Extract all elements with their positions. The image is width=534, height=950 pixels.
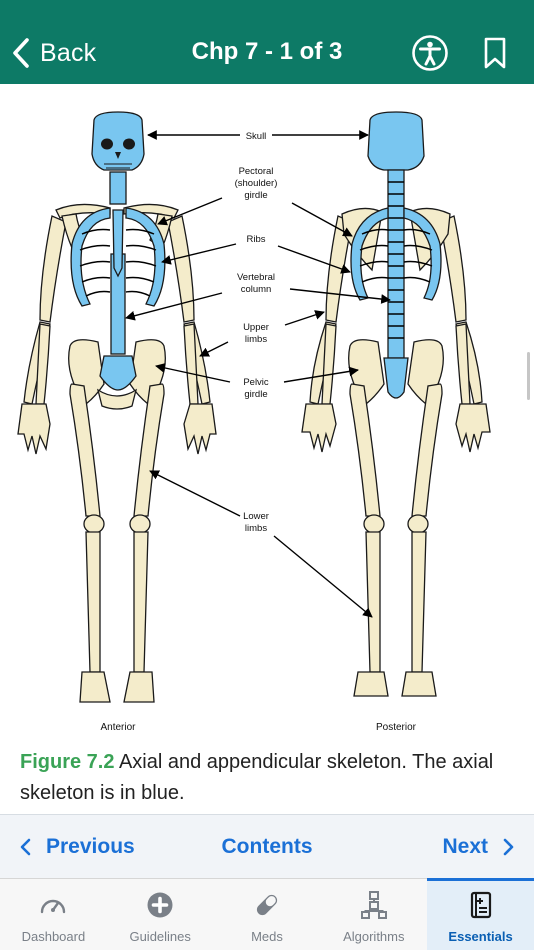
caption-text: Axial and appendicular skeleton. The axi… <box>20 751 494 804</box>
tab-guidelines[interactable]: Guidelines <box>107 879 214 950</box>
tab-algorithms[interactable]: Algorithms <box>320 879 427 950</box>
scroll-indicator[interactable] <box>527 352 530 400</box>
label-anterior: Anterior <box>100 722 136 733</box>
plus-circle-icon <box>147 892 173 918</box>
skeleton-figure: .ax { fill: #79c6f0; stroke: #1a1a1a; st… <box>0 84 534 744</box>
label-pectoral-3: girdle <box>244 190 267 201</box>
accessibility-button[interactable] <box>411 34 449 72</box>
anterior-skeleton <box>17 111 217 703</box>
chevron-left-icon <box>20 838 31 856</box>
contents-button[interactable]: Contents <box>0 815 534 879</box>
label-lower-2: limbs <box>245 523 267 534</box>
tab-label: Dashboard <box>21 929 86 944</box>
figure-caption: Figure 7.2 Axial and appendicular skelet… <box>20 747 520 809</box>
pill-icon <box>256 894 278 916</box>
label-pelvic-2: girdle <box>244 389 267 400</box>
label-ribs: Ribs <box>246 234 265 245</box>
tab-essentials[interactable]: Essentials <box>427 878 534 950</box>
label-pelvic-1: Pelvic <box>243 377 269 388</box>
back-button[interactable]: Back <box>10 34 96 72</box>
tab-label: Guidelines <box>129 929 191 944</box>
tab-bar: Dashboard Guidelines Meds Algorithms <box>0 878 534 950</box>
label-upper-1: Upper <box>243 322 269 333</box>
back-label: Back <box>40 38 97 67</box>
skeleton-illustration: .ax { fill: #79c6f0; stroke: #1a1a1a; st… <box>17 111 491 733</box>
previous-label: Previous <box>46 835 135 858</box>
notebook-icon <box>470 891 491 919</box>
chevron-right-icon <box>503 838 514 856</box>
label-pectoral-1: Pectoral <box>239 166 274 177</box>
label-posterior: Posterior <box>376 722 417 733</box>
label-upper-2: limbs <box>245 334 267 345</box>
chevron-left-icon <box>13 38 29 68</box>
contents-label: Contents <box>221 835 313 858</box>
tab-label: Meds <box>251 929 283 944</box>
previous-button[interactable]: Previous <box>20 815 135 879</box>
gauge-icon <box>41 899 66 914</box>
next-label: Next <box>442 835 488 858</box>
top-bar: Back Chp 7 - 1 of 3 <box>0 0 534 84</box>
tab-label: Algorithms <box>343 929 405 944</box>
figure-labels: Skull Pectoral (shoulder) girdle Ribs Ve… <box>100 130 417 733</box>
flowchart-icon <box>360 891 387 919</box>
figure-number: Figure 7.2 <box>20 751 115 773</box>
accessibility-icon <box>412 35 448 71</box>
tab-dashboard[interactable]: Dashboard <box>0 879 107 950</box>
label-vertebral-2: column <box>241 284 272 295</box>
posterior-skeleton <box>301 111 491 697</box>
label-skull: Skull <box>246 131 267 142</box>
label-lower-1: Lower <box>243 511 269 522</box>
label-vertebral-1: Vertebral <box>237 272 275 283</box>
next-button[interactable]: Next <box>442 815 514 879</box>
bookmark-icon <box>484 37 506 69</box>
label-pectoral-2: (shoulder) <box>235 178 278 189</box>
tab-meds[interactable]: Meds <box>214 879 321 950</box>
bookmark-button[interactable] <box>481 36 509 70</box>
tab-label: Essentials <box>448 929 513 944</box>
chapter-pager: Contents Previous Next <box>0 814 534 878</box>
